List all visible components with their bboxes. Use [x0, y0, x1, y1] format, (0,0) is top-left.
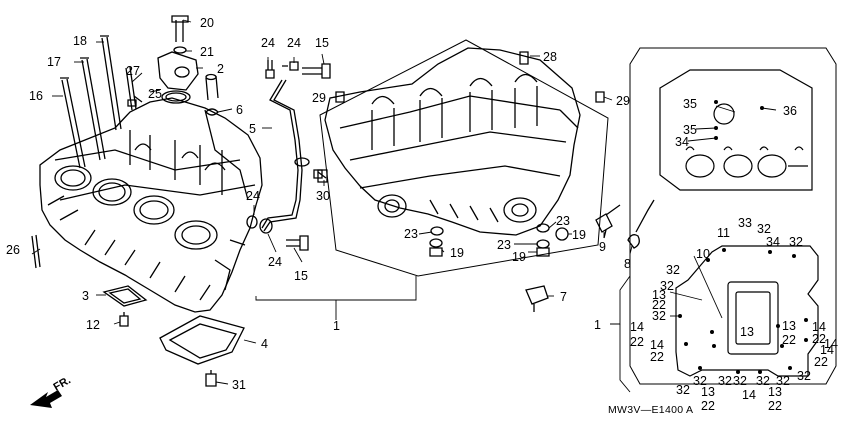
- lower-case-outline: [319, 39, 609, 277]
- callout-35b: 35: [683, 123, 697, 137]
- callout-32e: 32: [652, 309, 666, 323]
- callout-35a: 35: [683, 97, 697, 111]
- callout-13d: 13: [701, 385, 715, 399]
- drawing-code: MW3V—E1400 A: [608, 404, 693, 416]
- callout-1a: 1: [333, 319, 340, 333]
- callout-32f: 32: [676, 383, 690, 397]
- callout-5: 5: [249, 122, 256, 136]
- callout-15a: 15: [315, 36, 329, 50]
- callout-32k: 32: [776, 374, 790, 388]
- callout-22c: 22: [650, 350, 664, 364]
- callout-14e: 14: [742, 388, 756, 402]
- callout-14b: 14: [650, 338, 664, 352]
- bolt-layout-plate: [675, 245, 819, 377]
- callout-16: 16: [29, 89, 43, 103]
- callout-15b: 15: [294, 269, 308, 283]
- callout-32c: 32: [666, 263, 680, 277]
- front-direction-arrow-icon: [30, 390, 62, 408]
- breather-cover-drawing: [127, 15, 219, 116]
- callout-4: 4: [261, 337, 268, 351]
- callout-2: 2: [217, 62, 224, 76]
- callout-30: 30: [316, 189, 330, 203]
- small-parts-drawing: [31, 234, 245, 387]
- callout-22g: 22: [701, 399, 715, 413]
- callout-21: 21: [200, 45, 214, 59]
- callout-14c: 14: [812, 320, 826, 334]
- callout-13b: 13: [740, 325, 754, 339]
- callout-22f: 22: [814, 355, 828, 369]
- callout-22a: 22: [652, 298, 666, 312]
- callout-22e: 22: [812, 332, 826, 346]
- callout-31: 31: [232, 378, 246, 392]
- callout-20: 20: [200, 16, 214, 30]
- callout-34a: 34: [675, 135, 689, 149]
- callout-23a: 23: [404, 227, 418, 241]
- callout-14d: 14: [820, 343, 834, 357]
- callout-11: 11: [717, 226, 730, 240]
- callout-34b: 34: [766, 235, 780, 249]
- callout-36: 36: [783, 104, 797, 118]
- callout-29b: 29: [616, 94, 630, 108]
- bolt-hole-markers: [678, 100, 808, 374]
- callout-32i: 32: [733, 374, 747, 388]
- callout-13e: 13: [768, 385, 782, 399]
- gasket-panel-outline: [629, 47, 837, 385]
- lower-crankcase-drawing: [324, 47, 581, 236]
- callout-32h: 32: [718, 374, 732, 388]
- callout-14f: 14: [824, 337, 838, 351]
- callout-23b: 23: [497, 238, 511, 252]
- callout-1b: 1: [594, 318, 601, 332]
- callout-13a: 13: [652, 288, 666, 302]
- callout-18: 18: [73, 34, 87, 48]
- callout-32b: 32: [789, 235, 803, 249]
- callout-32d: 32: [660, 279, 674, 293]
- callout-19a: 19: [450, 246, 464, 260]
- callout-22b: 22: [630, 335, 644, 349]
- callout-3: 3: [82, 289, 89, 303]
- upper-gasket-drawing: [659, 69, 813, 191]
- callout-7: 7: [560, 290, 567, 304]
- callout-24a: 24: [261, 36, 275, 50]
- callout-19b: 19: [512, 250, 526, 264]
- callout-17: 17: [47, 55, 61, 69]
- callout-25: 25: [148, 87, 162, 101]
- callout-24d: 24: [268, 255, 282, 269]
- callout-32l: 32: [797, 369, 811, 383]
- callout-10: 10: [696, 247, 710, 261]
- stud-bolts-drawing: [60, 35, 137, 169]
- callout-19c: 19: [572, 228, 586, 242]
- callout-32a: 32: [757, 222, 771, 236]
- callout-28: 28: [543, 50, 557, 64]
- callout-29a: 29: [312, 91, 326, 105]
- callout-32j: 32: [756, 374, 770, 388]
- oil-pipe-drawing: [246, 60, 331, 251]
- callout-23c: 23: [556, 214, 570, 228]
- callout-labels: 20 21 2 25 6 5 18 17 16 27 26 3 12 4 31 …: [6, 16, 838, 413]
- callout-22d: 22: [782, 333, 796, 347]
- callout-14a: 14: [630, 320, 644, 334]
- upper-crankcase-drawing: [39, 97, 263, 313]
- callout-26: 26: [6, 243, 20, 257]
- callout-6: 6: [236, 103, 243, 117]
- callout-12: 12: [86, 318, 100, 332]
- front-label: FR.: [52, 374, 73, 393]
- callout-8: 8: [624, 257, 631, 271]
- callout-22h: 22: [768, 399, 782, 413]
- callout-32g: 32: [693, 374, 707, 388]
- callout-24c: 24: [246, 189, 260, 203]
- callout-27: 27: [126, 64, 140, 78]
- callout-9: 9: [599, 240, 606, 254]
- callout-24b: 24: [287, 36, 301, 50]
- callout-33: 33: [738, 216, 752, 230]
- callout-13c: 13: [782, 319, 796, 333]
- leader-lines: [31, 19, 777, 393]
